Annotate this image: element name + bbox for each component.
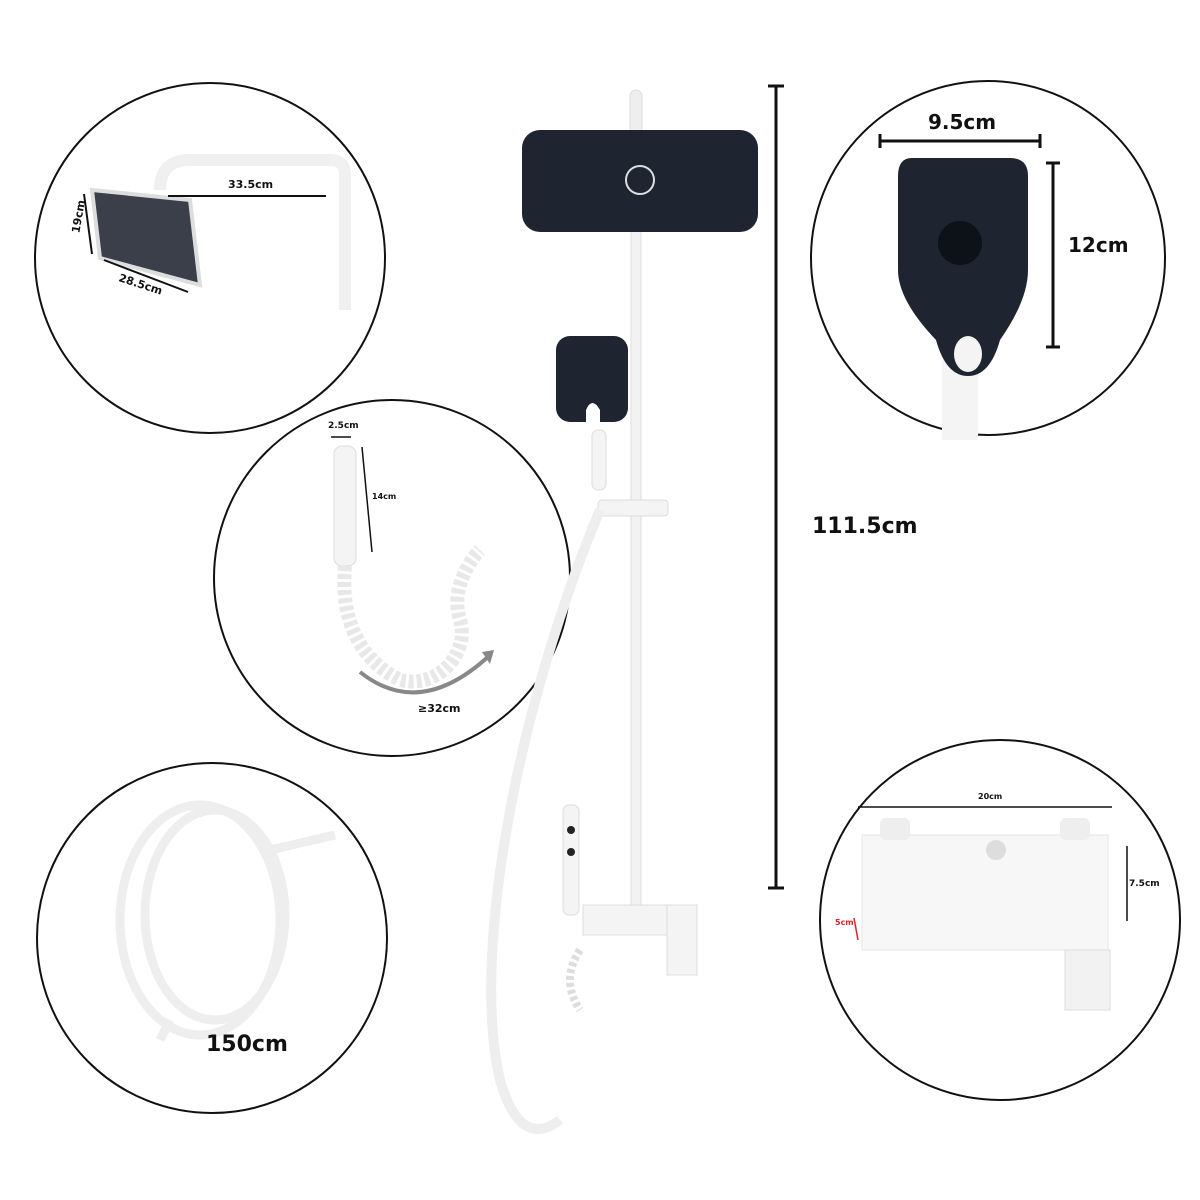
height-dimension-line xyxy=(768,84,784,890)
rain-arm-length-label: 33.5cm xyxy=(228,178,274,191)
overall-height-label: 111.5cm xyxy=(812,514,918,539)
valve-detail xyxy=(853,806,1128,1011)
detail-circle-hose xyxy=(36,762,388,1114)
detail-circle-valve xyxy=(819,739,1181,1101)
bidet-sprayer-detail xyxy=(331,436,494,695)
rain-head-detail xyxy=(83,154,351,310)
hose-detail xyxy=(115,800,337,1043)
detail-circle-bidet xyxy=(213,399,571,757)
hose-length-label: 150cm xyxy=(206,1032,288,1057)
detail-circle-rain-head xyxy=(34,82,386,434)
valve-width-label: 20cm xyxy=(978,792,1003,801)
hand-shower-detail xyxy=(878,134,1060,440)
hand-shower-height-label: 12cm xyxy=(1068,233,1129,257)
valve-button-height-label: 5cm xyxy=(835,918,854,927)
valve-height-label: 7.5cm xyxy=(1129,879,1160,889)
bidet-width-label: 2.5cm xyxy=(328,421,359,431)
detail-circle-hand-shower xyxy=(810,80,1166,436)
shower-column xyxy=(486,89,758,1134)
spring-hose-length-label: ≥32cm xyxy=(418,702,461,715)
hand-shower-width-label: 9.5cm xyxy=(928,110,997,134)
bidet-length-label: 14cm xyxy=(372,492,397,501)
